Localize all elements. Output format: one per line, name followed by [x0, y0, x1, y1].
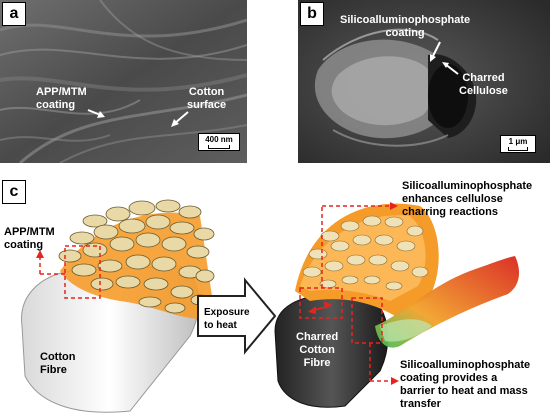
- annotation-app-mtm-coating: APP/MTM coating: [36, 86, 87, 111]
- annotation-cotton-surface: Cotton surface: [187, 86, 227, 111]
- panel-label-c: c: [2, 180, 26, 204]
- coating-plates-left: [58, 199, 215, 314]
- heat-plume: [375, 256, 520, 348]
- caption-barrier: Silicoalluminophosphate coating provides…: [400, 359, 531, 410]
- caption-charring: Silicoalluminophosphate enhances cellulo…: [402, 180, 533, 218]
- coating-plates-right: [302, 215, 429, 291]
- label-app-mtm-coating: APP/MTM coating: [4, 226, 55, 251]
- panel-b: b Silicoalluminophosphate coating Charre…: [298, 0, 550, 163]
- scale-bar-b-label: 1 μm: [508, 137, 528, 146]
- scale-bar-a-label: 400 nm: [205, 135, 233, 144]
- label-charred-cotton-fibre: Charred Cotton Fibre: [296, 331, 339, 369]
- panel-b-arrows: [430, 41, 459, 75]
- annotation-silicoalluminophosphate-coating: Silicoalluminophosphate coating: [340, 14, 471, 39]
- scale-bar-b: 1 μm: [500, 135, 536, 153]
- panel-label-a: a: [2, 2, 26, 26]
- panel-a-arrows: [87, 109, 189, 127]
- panel-c: c: [0, 176, 550, 420]
- sem-image-a: [0, 0, 247, 163]
- scale-bar-a: 400 nm: [198, 133, 240, 151]
- panel-a: a APP/MTM coating Cotton surface 400 nm: [0, 0, 247, 163]
- label-exposure-to-heat: Exposure to heat: [204, 307, 250, 331]
- schematic-illustration: [21, 199, 520, 413]
- panel-label-b: b: [300, 2, 324, 26]
- annotation-charred-cellulose: Charred Cellulose: [459, 72, 508, 97]
- exposure-arrow: [197, 277, 277, 355]
- label-cotton-fibre: Cotton Fibre: [40, 351, 76, 376]
